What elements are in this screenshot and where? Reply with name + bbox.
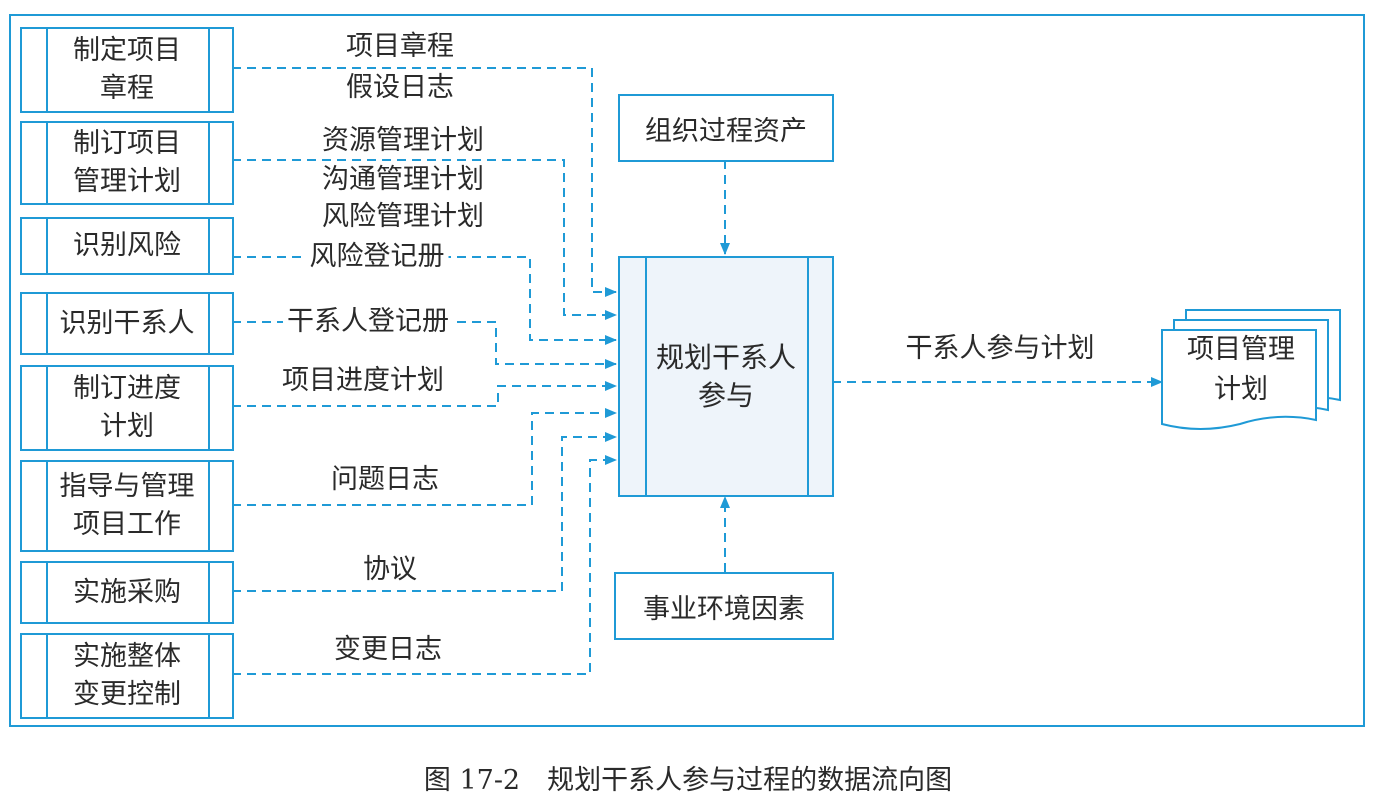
process-develop-charter: 制定项目 章程 bbox=[20, 27, 234, 113]
flow-line-change bbox=[232, 455, 617, 675]
flow-label-stakeholder-register: 干系人登记册 bbox=[283, 305, 453, 339]
process-label: 制定项目 章程 bbox=[73, 35, 181, 104]
center-process-box: 规划干系人 参与 bbox=[618, 256, 834, 497]
flow-label-issue-log: 问题日志 bbox=[331, 464, 439, 495]
opa-box: 组织过程资产 bbox=[618, 94, 834, 162]
process-identify-risks: 识别风险 bbox=[20, 217, 234, 275]
flow-label-agreements: 协议 bbox=[363, 554, 417, 585]
flow-label-assumption-log: 假设日志 bbox=[346, 72, 454, 103]
process-label: 识别风险 bbox=[73, 230, 181, 261]
flow-line-schedule bbox=[232, 381, 617, 407]
flow-line-agreements bbox=[232, 432, 617, 592]
opa-label: 组织过程资产 bbox=[645, 115, 807, 147]
process-label: 制订项目 管理计划 bbox=[73, 128, 181, 197]
process-label: 实施采购 bbox=[73, 576, 181, 608]
process-direct-manage-work: 指导与管理 项目工作 bbox=[20, 460, 234, 552]
flow-label-resource-plan: 资源管理计划 bbox=[322, 125, 484, 156]
flow-label-change-log: 变更日志 bbox=[334, 634, 442, 665]
flow-label-charter: 项目章程 bbox=[346, 31, 454, 62]
flow-line-issue bbox=[232, 408, 617, 506]
process-label: 制订进度 计划 bbox=[73, 373, 181, 442]
process-label: 识别干系人 bbox=[59, 307, 195, 339]
output-document-label: 项目管理 计划 bbox=[1187, 334, 1295, 405]
flow-line-stakeholder bbox=[232, 321, 617, 369]
flow-label-output: 干系人参与计划 bbox=[905, 333, 1095, 364]
process-develop-pm-plan: 制订项目 管理计划 bbox=[20, 121, 234, 205]
diagram-frame bbox=[9, 14, 1365, 727]
flow-label-comm-plan: 沟通管理计划 bbox=[322, 164, 484, 195]
flow-label-schedule: 项目进度计划 bbox=[282, 365, 444, 396]
process-integrated-change-control: 实施整体 变更控制 bbox=[20, 633, 234, 719]
flow-label-risk-plan: 风险管理计划 bbox=[322, 201, 484, 232]
center-process-label: 规划干系人 参与 bbox=[655, 340, 796, 412]
document-stack-icon bbox=[1161, 309, 1341, 430]
process-label: 指导与管理 项目工作 bbox=[59, 471, 195, 540]
eef-box: 事业环境因素 bbox=[614, 572, 834, 640]
flow-line-pm-plan bbox=[232, 159, 617, 320]
flow-line-risk bbox=[232, 256, 617, 345]
flow-label-risk-register: 风险登记册 bbox=[305, 240, 449, 274]
eef-label: 事业环境因素 bbox=[643, 593, 805, 625]
process-label: 实施整体 变更控制 bbox=[73, 641, 181, 710]
process-conduct-procurements: 实施采购 bbox=[20, 561, 234, 624]
figure-caption: 图 17-2 规划干系人参与过程的数据流向图 bbox=[423, 765, 953, 796]
flow-line-charter bbox=[232, 67, 617, 297]
process-develop-schedule: 制订进度 计划 bbox=[20, 365, 234, 451]
process-identify-stakeholders: 识别干系人 bbox=[20, 292, 234, 355]
